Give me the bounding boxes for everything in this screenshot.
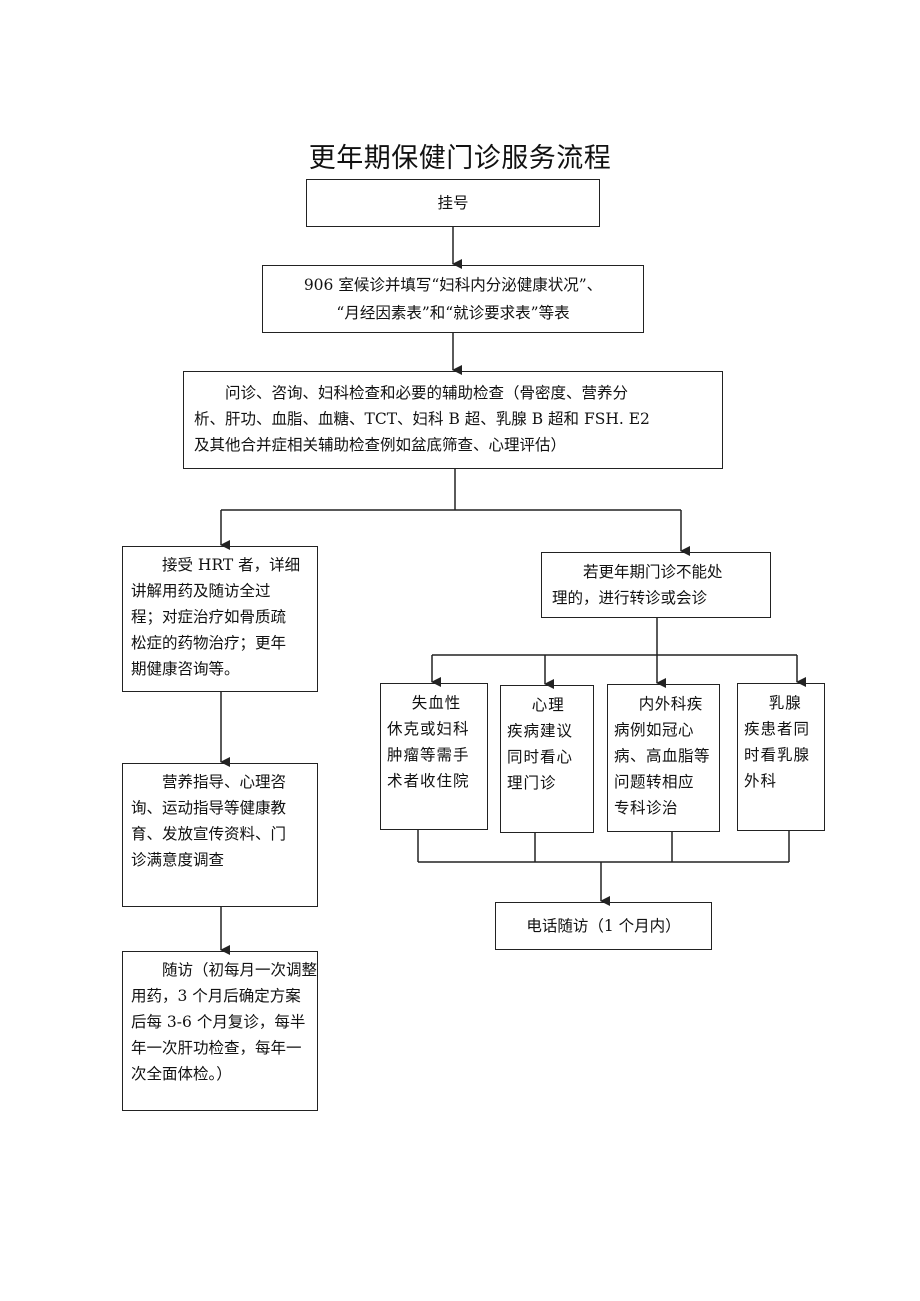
sub-box-specialist: 内外科疾 病例如冠心 病、高血脂等 问题转相应 专科诊治 [607,684,720,832]
hrt-box: 接受 HRT 者，详细 讲解用药及随访全过 程；对症治疗如骨质疏 松症的药物治疗… [122,546,318,692]
register-label: 挂号 [437,194,469,212]
guidance-box: 营养指导、心理咨 询、运动指导等健康教 育、发放宣传资料、门 诊满意度调查 [122,763,318,907]
sub2-line-2: 疾病建议 [507,722,574,740]
sub3-line-1: 内外科疾 [638,695,703,713]
hrt-line-5: 期健康咨询等。 [131,660,240,678]
exam-box: 问诊、咨询、妇科检查和必要的辅助检查（骨密度、营养分 析、肝功、血脂、血糖、TC… [183,371,723,469]
phone-followup-box: 电话随访（1 个月内） [495,902,712,950]
exam-line-3: 及其他合并症相关辅助检查例如盆底筛查、心理评估） [194,436,567,454]
exam-line-2: 析、肝功、血脂、血糖、TCT、妇科 B 超、乳腺 B 超和 FSH. E2 [194,410,650,428]
sub2-line-3: 同时看心 [507,748,574,766]
followup-line-5: 次全面体检。） [131,1065,232,1083]
hrt-line-3: 程；对症治疗如骨质疏 [131,608,287,626]
sub-box-hospitalize: 失血性 休克或妇科 肿瘤等需手 术者收住院 [380,683,488,830]
referral-line-2: 理的，进行转诊或会诊 [552,589,708,607]
followup-box: 随访（初每月一次调整 用药，3 个月后确定方案 后每 3-6 个月复诊，每半 年… [122,951,318,1111]
sub3-line-5: 专科诊治 [614,799,679,817]
sub3-line-2: 病例如冠心 [614,721,695,739]
sub-box-breast: 乳腺 疾患者同 时看乳腺 外科 [737,683,825,831]
referral-box: 若更年期门诊不能处 理的，进行转诊或会诊 [541,552,771,618]
guidance-line-4: 诊满意度调查 [131,851,225,869]
guidance-line-1: 营养指导、心理咨 [162,773,287,791]
sub3-line-4: 问题转相应 [614,773,695,791]
followup-line-1: 随访（初每月一次调整 [162,961,318,979]
sub2-line-4: 理门诊 [507,774,557,792]
followup-line-4: 年一次肝功检查，每年一 [131,1039,302,1057]
referral-line-1: 若更年期门诊不能处 [583,563,723,581]
sub1-line-2: 休克或妇科 [387,720,470,738]
hrt-line-2: 讲解用药及随访全过 [131,582,271,600]
waiting-line-2: “月经因素表”和“就诊要求表”等表 [336,304,570,322]
sub1-line-1: 失血性 [411,694,462,712]
hrt-line-4: 松症的药物治疗；更年 [131,634,287,652]
sub4-line-2: 疾患者同 [744,720,811,738]
followup-line-2: 用药，3 个月后确定方案 [131,987,301,1005]
waiting-line-1: 906 室候诊并填写“妇科内分泌健康状况”、 [303,276,603,294]
sub4-line-3: 时看乳腺 [744,746,811,764]
guidance-line-3: 育、发放宣传资料、门 [131,825,287,843]
hrt-line-1: 接受 HRT 者，详细 [162,556,301,574]
sub-box-psychology: 心理 疾病建议 同时看心 理门诊 [500,685,594,833]
sub2-line-1: 心理 [531,696,565,714]
register-box: 挂号 [306,179,600,227]
phone-followup-label: 电话随访（1 个月内） [526,917,681,935]
page-title: 更年期保健门诊服务流程 [308,143,612,174]
guidance-line-2: 询、运动指导等健康教 [131,799,287,817]
sub1-line-3: 肿瘤等需手 [387,746,470,764]
followup-line-3: 后每 3-6 个月复诊，每半 [131,1013,306,1031]
exam-line-1: 问诊、咨询、妇科检查和必要的辅助检查（骨密度、营养分 [225,384,629,402]
sub1-line-4: 术者收住院 [387,772,470,790]
sub4-line-1: 乳腺 [768,694,802,712]
waiting-box: 906 室候诊并填写“妇科内分泌健康状况”、 “月经因素表”和“就诊要求表”等表 [262,265,644,333]
sub4-line-4: 外科 [744,772,778,790]
sub3-line-3: 病、高血脂等 [614,747,711,765]
